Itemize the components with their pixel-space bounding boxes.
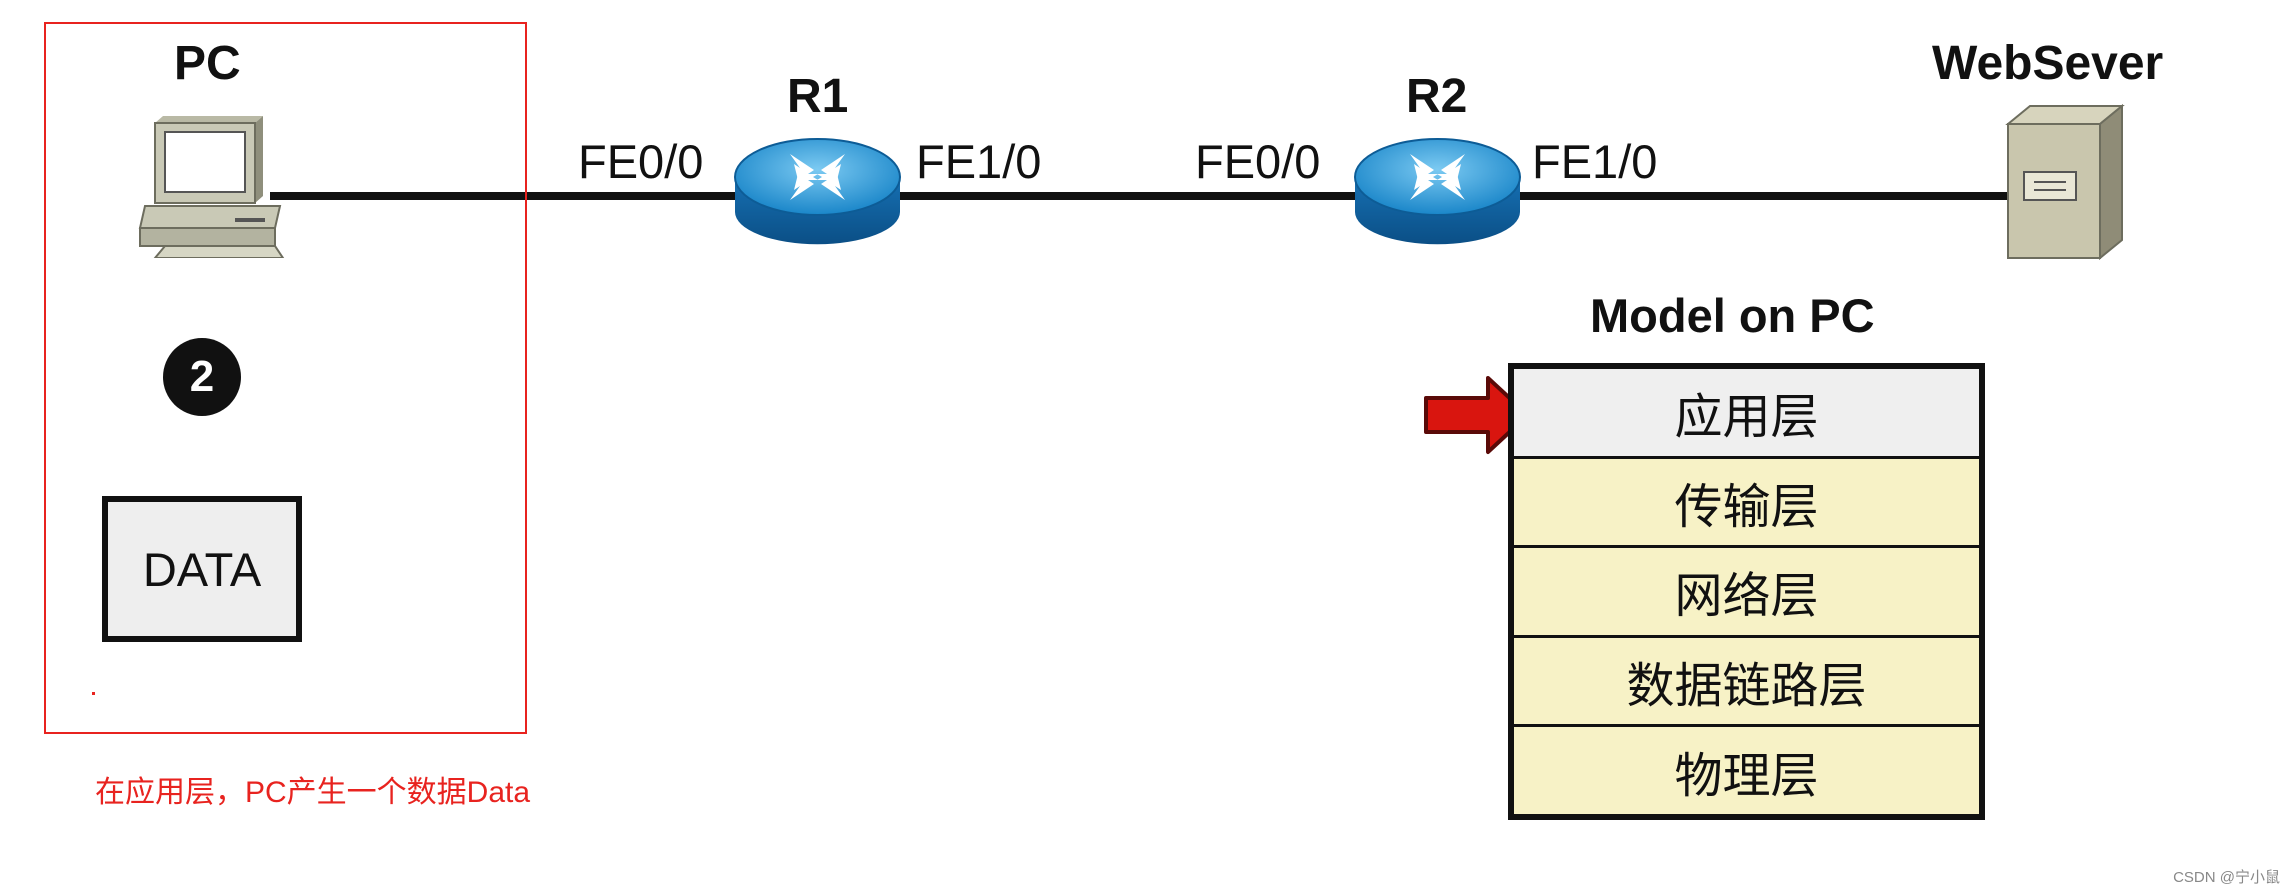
model-title: Model on PC bbox=[1590, 289, 1875, 342]
annotation-frame bbox=[44, 22, 527, 734]
annotation-dot bbox=[92, 692, 95, 695]
r1-port-left: FE0/0 bbox=[578, 135, 704, 188]
r2-label: R2 bbox=[1406, 70, 1468, 123]
layer-transport: 传输层 bbox=[1514, 458, 1979, 546]
pc-icon bbox=[138, 116, 285, 258]
watermark: CSDN @宁小鼠 bbox=[2173, 869, 2280, 886]
data-box: DATA bbox=[102, 496, 302, 642]
layer-data-link: 数据链路层 bbox=[1514, 637, 1979, 725]
pc-label: PC bbox=[174, 37, 241, 90]
router-r2-icon bbox=[1354, 138, 1521, 245]
layer-application: 应用层 bbox=[1514, 369, 1979, 456]
server-label: WebSever bbox=[1932, 37, 2164, 90]
r1-port-right: FE1/0 bbox=[916, 135, 1042, 188]
r2-port-left: FE0/0 bbox=[1195, 135, 1321, 188]
osi-layer-stack: 应用层 传输层 网络层 数据链路层 物理层 bbox=[1508, 363, 1985, 820]
layer-network: 网络层 bbox=[1514, 548, 1979, 635]
r2-port-right: FE1/0 bbox=[1532, 135, 1658, 188]
server-icon bbox=[2005, 103, 2125, 261]
step-badge: 2 bbox=[163, 338, 241, 416]
layer-physical: 物理层 bbox=[1514, 727, 1979, 814]
router-r1-icon bbox=[734, 138, 901, 245]
r1-label: R1 bbox=[787, 70, 849, 123]
caption: 在应用层，PC产生一个数据Data bbox=[95, 776, 531, 809]
